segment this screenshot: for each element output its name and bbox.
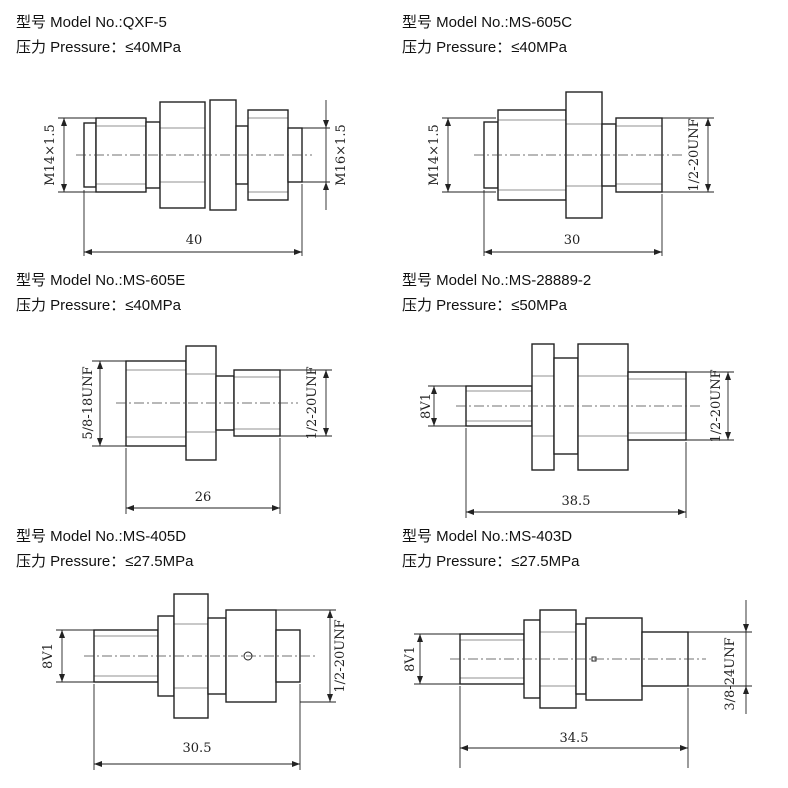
right-thread-label: 3/8-24UNF	[723, 637, 738, 710]
fitting-drawing: M14×1.5 M16×1.5 40	[43, 99, 349, 256]
pressure-value: ≤50MPa	[511, 297, 567, 314]
right-thread-label: 1/2-20UNF	[687, 118, 702, 191]
length-label: 26	[195, 490, 212, 505]
pressure-line: 压力 Pressure：≤40MPa	[16, 39, 181, 57]
model-line: 型号 Model No.:MS-605C	[402, 14, 572, 32]
fitting-drawing: M14×1.5 1/2-20UNF 30	[427, 91, 714, 256]
pressure-label: 压力 Pressure：	[402, 297, 512, 314]
model-line: 型号 Model No.:MS-403D	[402, 528, 572, 546]
model-number: MS-605E	[122, 272, 186, 289]
pressure-line: 压力 Pressure：≤50MPa	[402, 297, 567, 315]
pressure-label: 压力 Pressure：	[16, 297, 126, 314]
fitting-drawing: 5/8-18UNF 1/2-20UNF 26	[81, 345, 332, 514]
model-label: 型号 Model No.:	[402, 528, 509, 545]
left-thread-label: M14×1.5	[43, 124, 58, 185]
right-thread-label: 1/2-20UNF	[305, 366, 320, 439]
left-thread-label: 8V1	[419, 393, 434, 419]
fitting-card-ms-405d: 型号 Model No.:MS-405D 压力 Pressure：≤27.5MP…	[0, 514, 390, 770]
left-thread-label: 5/8-18UNF	[81, 366, 96, 439]
model-number: MS-28889-2	[508, 272, 592, 289]
pressure-line: 压力 Pressure：≤40MPa	[16, 297, 181, 315]
length-label: 40	[186, 233, 203, 248]
model-label: 型号 Model No.:	[402, 14, 509, 31]
model-number: MS-403D	[508, 528, 573, 545]
left-thread-label: 8V1	[403, 646, 418, 672]
model-line: 型号 Model No.:MS-405D	[16, 528, 186, 546]
fitting-card-ms-28889-2: 型号 Model No.:MS-28889-2 压力 Pressure：≤50M…	[386, 258, 776, 518]
model-line: 型号 Model No.:MS-605E	[16, 272, 185, 290]
model-line: 型号 Model No.:MS-28889-2	[402, 272, 591, 290]
fitting-drawing: 8V1 1/2-20UNF 30.5	[41, 593, 348, 770]
model-label: 型号 Model No.:	[16, 528, 123, 545]
model-label: 型号 Model No.:	[16, 14, 123, 31]
left-thread-label: 8V1	[41, 643, 56, 669]
length-label: 34.5	[560, 731, 589, 746]
right-thread-label: 1/2-20UNF	[709, 369, 724, 442]
right-thread-label: 1/2-20UNF	[333, 619, 348, 692]
pressure-label: 压力 Pressure：	[16, 553, 126, 570]
model-label: 型号 Model No.:	[402, 272, 509, 289]
length-label: 38.5	[562, 494, 591, 509]
fitting-drawing: 8V1 3/8-24UNF 34.5	[403, 600, 752, 768]
model-number: MS-405D	[122, 528, 187, 545]
pressure-value: ≤40MPa	[125, 297, 181, 314]
fitting-drawing: 8V1 1/2-20UNF 38.5	[419, 343, 734, 518]
length-label: 30.5	[183, 741, 212, 756]
fitting-card-ms-605e: 型号 Model No.:MS-605E 压力 Pressure：≤40MPa …	[0, 258, 390, 514]
pressure-line: 压力 Pressure：≤27.5MPa	[402, 553, 579, 571]
fitting-card-qxf-5: 型号 Model No.:QXF-5 压力 Pressure：≤40MPa M1…	[0, 0, 390, 256]
fitting-card-ms-605c: 型号 Model No.:MS-605C 压力 Pressure：≤40MPa …	[386, 0, 776, 256]
length-label: 30	[564, 233, 581, 248]
pressure-label: 压力 Pressure：	[402, 39, 512, 56]
right-thread-label: M16×1.5	[334, 124, 349, 185]
pressure-line: 压力 Pressure：≤40MPa	[402, 39, 567, 57]
pressure-line: 压力 Pressure：≤27.5MPa	[16, 553, 193, 571]
fitting-card-ms-403d: 型号 Model No.:MS-403D 压力 Pressure：≤27.5MP…	[386, 514, 776, 769]
pressure-label: 压力 Pressure：	[402, 553, 512, 570]
pressure-label: 压力 Pressure：	[16, 39, 126, 56]
pressure-value: ≤27.5MPa	[125, 553, 194, 570]
model-number: MS-605C	[508, 14, 573, 31]
model-number: QXF-5	[122, 14, 167, 31]
model-label: 型号 Model No.:	[16, 272, 123, 289]
pressure-value: ≤40MPa	[511, 39, 567, 56]
model-line: 型号 Model No.:QXF-5	[16, 14, 167, 32]
left-thread-label: M14×1.5	[427, 124, 442, 185]
pressure-value: ≤27.5MPa	[511, 553, 580, 570]
pressure-value: ≤40MPa	[125, 39, 181, 56]
